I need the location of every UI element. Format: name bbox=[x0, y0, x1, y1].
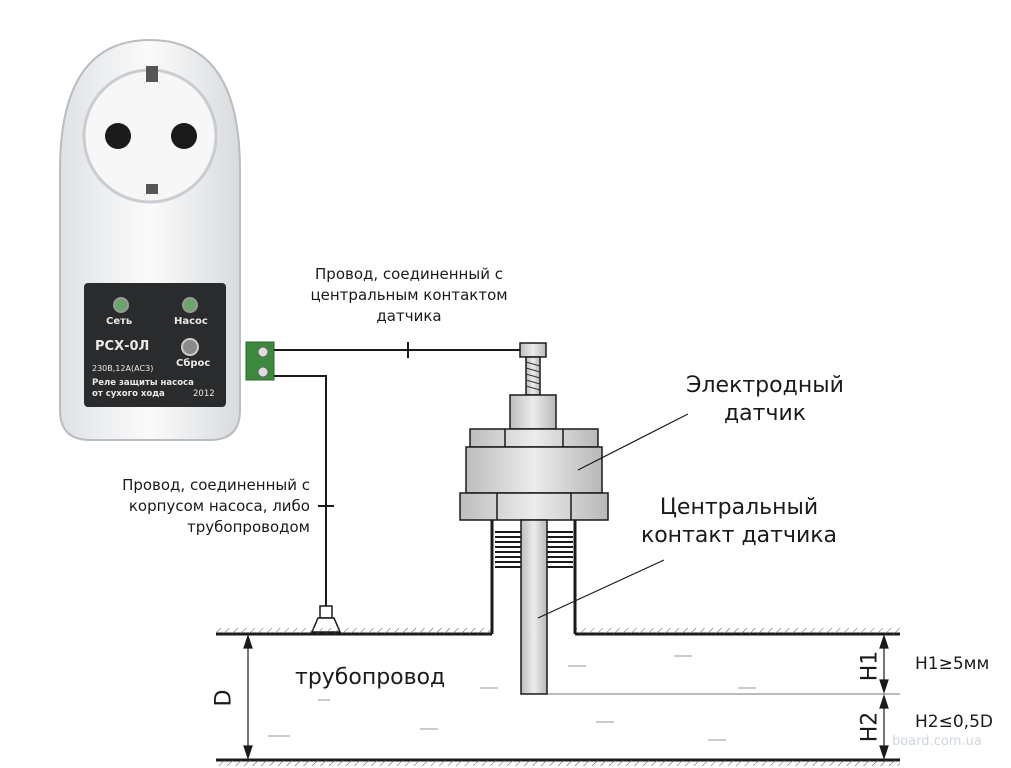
wire-body bbox=[274, 375, 327, 608]
center-contact-line-1: Центральный bbox=[659, 495, 819, 520]
desc-line-1: Реле защиты насоса bbox=[92, 378, 194, 388]
control-panel bbox=[84, 283, 226, 407]
pump-led bbox=[182, 297, 198, 313]
wire-center-caption: Провод, соединенный с центральным контак… bbox=[292, 264, 526, 327]
relay-device bbox=[59, 38, 275, 441]
pipe bbox=[216, 520, 900, 766]
leader-lines bbox=[537, 413, 689, 619]
year-label: 2012 bbox=[193, 389, 215, 399]
dimension-h bbox=[879, 634, 889, 760]
model-label: РСХ-0Л bbox=[95, 339, 150, 354]
watermark: board.com.ua bbox=[892, 734, 982, 749]
pump-led-label: Насос bbox=[174, 316, 208, 327]
socket-ground-top bbox=[146, 66, 158, 82]
wire-body-line-1: Провод, соединенный с bbox=[122, 476, 310, 494]
electrode-sensor bbox=[459, 342, 609, 695]
electrode-sensor-caption: Электродный датчик bbox=[673, 372, 857, 428]
socket-ground-bottom bbox=[146, 184, 158, 194]
socket-hole-left bbox=[105, 123, 131, 149]
dim-h2-label: H2 bbox=[857, 711, 883, 743]
dim-h1-label: H1 bbox=[857, 650, 883, 682]
dim-d-label: D bbox=[211, 689, 237, 707]
electrode-sensor-line-2: датчик bbox=[723, 401, 807, 426]
dimension-d bbox=[243, 634, 253, 760]
wire-center-line-3: датчика bbox=[376, 307, 442, 325]
net-led-label: Сеть bbox=[106, 316, 133, 327]
h2-rule: H2≤0,5D bbox=[915, 712, 993, 732]
reset-label: Сброс bbox=[176, 358, 211, 369]
desc-line-2: от сухого хода bbox=[92, 389, 165, 399]
pipe-label: трубопровод bbox=[295, 665, 446, 690]
wire-body-line-2: корпусом насоса, либо bbox=[128, 497, 310, 515]
center-contact-caption: Центральный контакт датчика bbox=[626, 494, 852, 550]
center-contact-line-2: контакт датчика bbox=[640, 523, 838, 548]
net-led bbox=[113, 297, 129, 313]
reset-button-shape bbox=[181, 338, 199, 356]
h1-rule: H1≥5мм bbox=[915, 654, 990, 674]
wire-body-line-3: трубопроводом bbox=[187, 518, 310, 536]
wire-center-line-1: Провод, соединенный с bbox=[315, 265, 503, 283]
wire-center-line-2: центральным контактом bbox=[310, 286, 508, 304]
electrode-sensor-line-1: Электродный bbox=[686, 373, 844, 398]
wires bbox=[274, 342, 528, 608]
socket-hole-right bbox=[171, 123, 197, 149]
rating-label: 230В,12А(АС3) bbox=[92, 364, 154, 373]
wire-body-caption: Провод, соединенный с корпусом насоса, л… bbox=[82, 475, 310, 538]
